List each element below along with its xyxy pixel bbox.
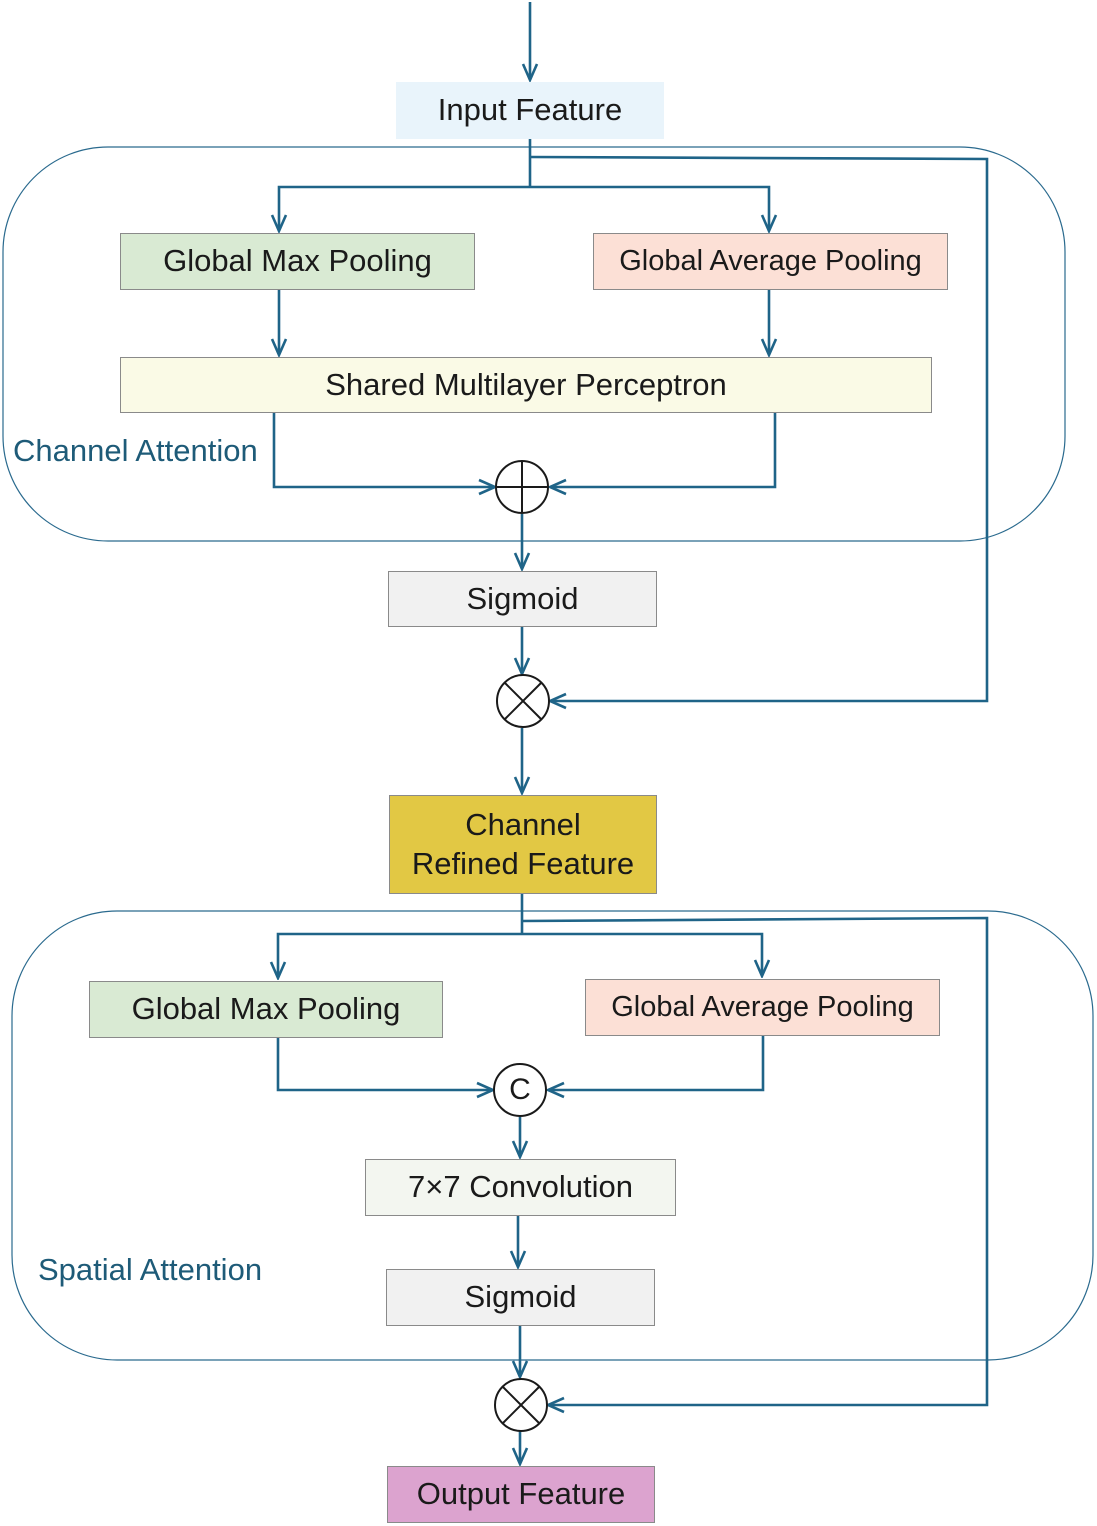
arrow-sp-max-to-concat [276, 1038, 493, 1090]
arrow-to-ch-avg-pool [530, 185, 769, 231]
channel-max-pooling-label: Global Max Pooling [163, 243, 432, 279]
output-feature-label: Output Feature [416, 1476, 626, 1512]
channel-attention-region [2, 146, 1066, 542]
channel-refined-feature-label: Channel Refined Feature [411, 806, 635, 881]
arrow-input-residual [529, 155, 989, 701]
spatial-multiply-operator [494, 1378, 548, 1432]
channel-multiply-operator [496, 674, 550, 728]
concat-operator [493, 1063, 547, 1117]
spatial-average-pooling-label: Global Average Pooling [611, 991, 914, 1024]
spatial-attention-region [11, 910, 1094, 1361]
add-operator [495, 460, 549, 514]
arrow-refined-residual [521, 916, 989, 1405]
channel-attention-label: Channel Attention [13, 433, 258, 468]
arrow-to-sp-avg-pool [522, 932, 762, 976]
input-feature-label: Input Feature [437, 92, 623, 128]
spatial-sigmoid-box: Sigmoid [386, 1269, 655, 1326]
arrow-to-ch-max-pool [279, 185, 530, 231]
channel-sigmoid-label: Sigmoid [466, 580, 579, 616]
connector-lines [272, 2, 989, 1464]
concat-symbol: C [509, 1073, 531, 1106]
arrow-mlp-left-to-add [272, 413, 495, 487]
convolution-label: 7×7 Convolution [408, 1169, 633, 1205]
arrow-mlp-right-to-add [550, 413, 777, 487]
arrow-to-sp-max-pool [278, 932, 522, 978]
shared-mlp-box: Shared Multilayer Perceptron [120, 357, 932, 413]
spatial-max-pooling-box: Global Max Pooling [89, 981, 443, 1038]
channel-refined-feature-box: Channel Refined Feature [389, 795, 657, 894]
spatial-sigmoid-label: Sigmoid [464, 1279, 577, 1315]
spatial-max-pooling-label: Global Max Pooling [131, 991, 401, 1027]
channel-average-pooling-label: Global Average Pooling [619, 245, 922, 278]
shared-mlp-label: Shared Multilayer Perceptron [325, 366, 727, 402]
arrow-sp-avg-to-concat [548, 1036, 765, 1090]
convolution-box: 7×7 Convolution [365, 1159, 676, 1216]
input-feature-box: Input Feature [396, 82, 664, 139]
channel-max-pooling-box: Global Max Pooling [120, 233, 475, 290]
spatial-attention-label: Spatial Attention [38, 1252, 263, 1287]
channel-sigmoid-box: Sigmoid [388, 571, 657, 627]
channel-average-pooling-box: Global Average Pooling [593, 233, 948, 290]
output-feature-box: Output Feature [387, 1466, 655, 1523]
spatial-average-pooling-box: Global Average Pooling [585, 979, 940, 1036]
